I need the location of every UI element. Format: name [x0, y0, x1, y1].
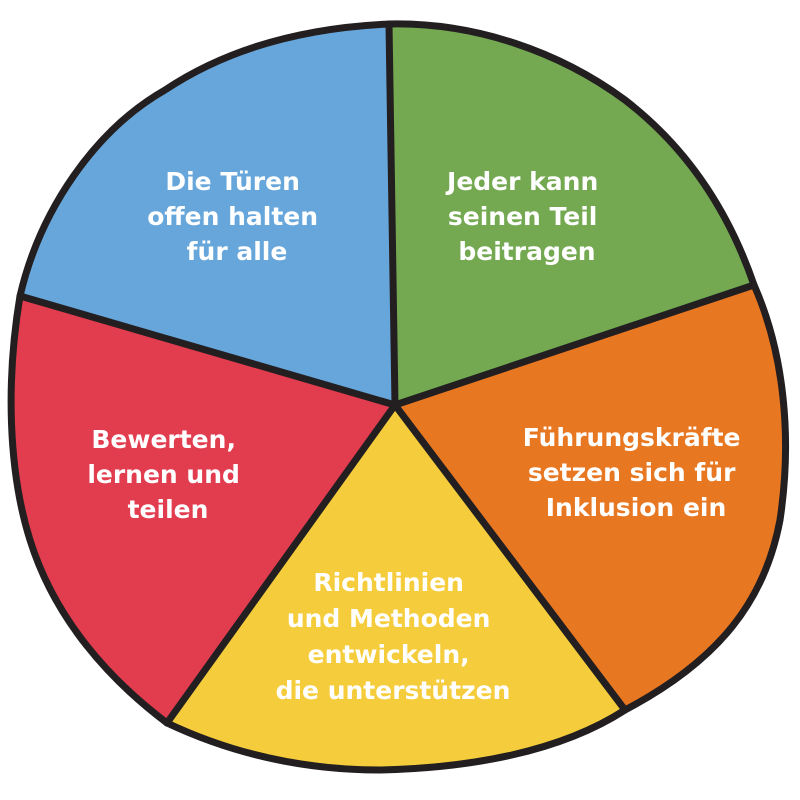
- segment-green: [389, 23, 754, 405]
- label-red-line: Bewerten,: [91, 425, 236, 454]
- divider-left: [16, 292, 399, 409]
- label-green-line: Jeder kann: [445, 167, 598, 196]
- label-green-line: seinen Teil: [448, 202, 598, 231]
- label-yellow: Richtlinien und Methoden entwickeln, die…: [276, 568, 511, 705]
- divider-bottom-right: [391, 401, 629, 714]
- segment-blue: [20, 24, 395, 405]
- divider-bottom-left: [163, 401, 399, 727]
- label-orange: Führungskräfte setzen sich für Inklusion…: [523, 423, 749, 522]
- segment-yellow: [167, 405, 625, 770]
- label-orange-line: setzen sich für: [528, 458, 736, 487]
- label-yellow-line: und Methoden: [287, 604, 491, 633]
- divider-right: [391, 281, 758, 409]
- label-red: Bewerten, lernen und teilen: [87, 425, 248, 524]
- label-red-line: teilen: [128, 495, 209, 524]
- label-blue: Die Türen offen halten für alle: [147, 167, 327, 266]
- label-yellow-line: entwickeln,: [308, 640, 470, 669]
- label-blue-line: Die Türen: [165, 167, 300, 196]
- label-green: Jeder kann seinen Teil beitragen: [445, 167, 607, 266]
- label-green-line: beitragen: [458, 237, 595, 266]
- divider-top: [385, 20, 399, 409]
- label-blue-line: offen halten: [147, 202, 318, 231]
- label-yellow-line: die unterstützen: [276, 676, 511, 705]
- label-orange-line: Führungskräfte: [523, 423, 741, 452]
- segment-orange: [395, 285, 786, 710]
- label-yellow-line: Richtlinien: [313, 568, 464, 597]
- label-red-line: lernen und: [87, 460, 240, 489]
- segment-red: [11, 296, 396, 723]
- label-blue-line: für alle: [187, 237, 288, 266]
- wheel-outline: [7, 20, 790, 774]
- label-orange-line: Inklusion ein: [546, 493, 727, 522]
